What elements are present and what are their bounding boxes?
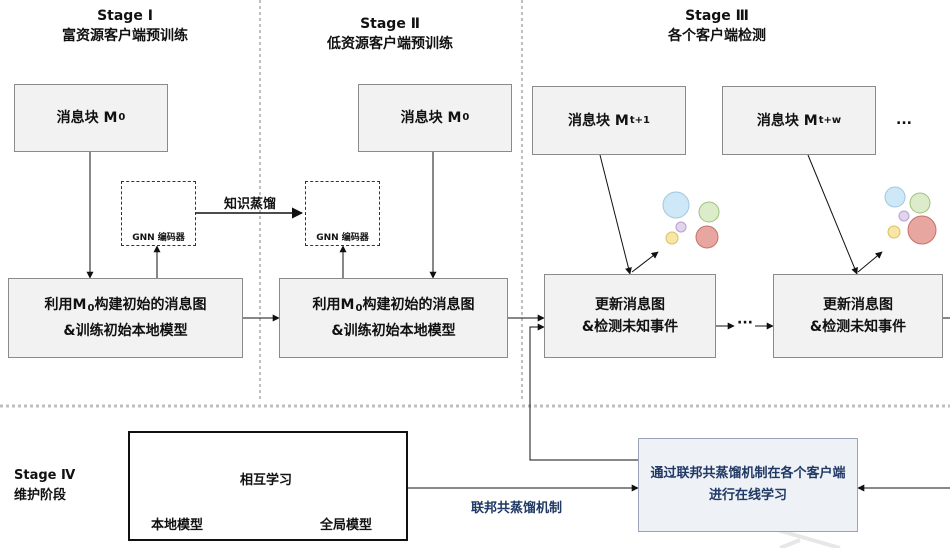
arrow-update-to-bubbles-a bbox=[631, 251, 659, 273]
build-graph-stage1-line1: 利用M0构建初始的消息图 bbox=[44, 297, 207, 314]
update-graph-b-line2: &检测未知事件 bbox=[809, 319, 907, 335]
message-block-m0-stage2-sub: 0 bbox=[462, 112, 470, 123]
message-block-ellipsis: ... bbox=[896, 112, 912, 128]
update-graph-a: 更新消息图 &检测未知事件 bbox=[544, 274, 716, 358]
stage2-subtitle: 低资源客户端预训练 bbox=[327, 36, 453, 52]
global-model-label: 全局模型 bbox=[320, 518, 373, 533]
message-block-mtw-text: 消息块 M bbox=[756, 112, 818, 129]
stage4-title: Stage Ⅳ bbox=[14, 468, 76, 483]
update-between-ellipsis: ··· bbox=[737, 315, 753, 331]
stage3-heading: Stage Ⅲ 各个客户端检测 bbox=[612, 6, 822, 46]
federated-online-learning-text: 通过联邦共蒸馏机制在各个客户端进行在线学习 bbox=[650, 466, 846, 503]
stage1-title: Stage Ⅰ bbox=[97, 8, 153, 24]
update-graph-b: 更新消息图 &检测未知事件 bbox=[773, 274, 943, 358]
update-graph-b-line1: 更新消息图 bbox=[823, 297, 893, 313]
federated-online-learning-box: 通过联邦共蒸馏机制在各个客户端进行在线学习 bbox=[638, 438, 858, 532]
stage1-heading: Stage Ⅰ 富资源客户端预训练 bbox=[20, 6, 230, 46]
cluster-bubbles-a bbox=[662, 191, 720, 249]
mutual-learning-label: 相互学习 bbox=[240, 473, 293, 488]
message-block-mt1-sub: t+1 bbox=[629, 114, 650, 126]
distill-label: 知识蒸馏 bbox=[224, 197, 277, 212]
stage2-heading: Stage Ⅱ 低资源客户端预训练 bbox=[285, 14, 495, 54]
message-block-mt1-text: 消息块 M bbox=[568, 112, 629, 129]
local-model-label: 本地模型 bbox=[151, 518, 204, 533]
update-graph-a-line1: 更新消息图 bbox=[595, 297, 665, 313]
message-block-m0-stage1-text: 消息块 M bbox=[56, 110, 118, 126]
stage4-subtitle: 维护阶段 bbox=[14, 488, 67, 503]
stage3-title: Stage Ⅲ bbox=[685, 8, 749, 24]
federated-mechanism-label: 联邦共蒸馏机制 bbox=[471, 501, 563, 516]
message-block-m0-stage2-text: 消息块 M bbox=[400, 110, 462, 126]
arrow-mt1-to-update bbox=[599, 154, 632, 275]
gnn-encoder-stage2: GNN 编码器 bbox=[305, 181, 380, 246]
gnn-encoder-stage1: GNN 编码器 bbox=[121, 181, 196, 246]
cluster-bubbles-b bbox=[884, 186, 937, 245]
stage4-heading: Stage Ⅳ 维护阶段 bbox=[14, 466, 75, 506]
message-block-m0-stage1-sub: 0 bbox=[118, 112, 126, 123]
gnn-encoder-stage1-label: GNN 编码器 bbox=[132, 233, 185, 243]
arrow-update-to-bubbles-b bbox=[857, 251, 883, 273]
arrow-fed-box-to-update-a bbox=[529, 323, 638, 461]
gnn-encoder-stage2-label: GNN 编码器 bbox=[316, 233, 369, 243]
build-graph-stage1-line2: &训练初始本地模型 bbox=[63, 323, 188, 339]
message-block-mtw-sub: t+w bbox=[818, 114, 842, 126]
build-graph-stage2: 利用M0构建初始的消息图 &训练初始本地模型 bbox=[279, 278, 508, 358]
build-graph-stage2-line1: 利用M0构建初始的消息图 bbox=[312, 297, 475, 314]
stage3-subtitle: 各个客户端检测 bbox=[668, 28, 766, 44]
arrow-mtw-to-update bbox=[807, 154, 858, 275]
mutual-learning-box bbox=[128, 431, 408, 541]
stage1-subtitle: 富资源客户端预训练 bbox=[62, 28, 188, 44]
update-graph-a-line2: &检测未知事件 bbox=[581, 319, 679, 335]
build-graph-stage2-line2: &训练初始本地模型 bbox=[331, 323, 456, 339]
stage2-title: Stage Ⅱ bbox=[360, 16, 420, 32]
build-graph-stage1: 利用M0构建初始的消息图 &训练初始本地模型 bbox=[8, 278, 243, 358]
